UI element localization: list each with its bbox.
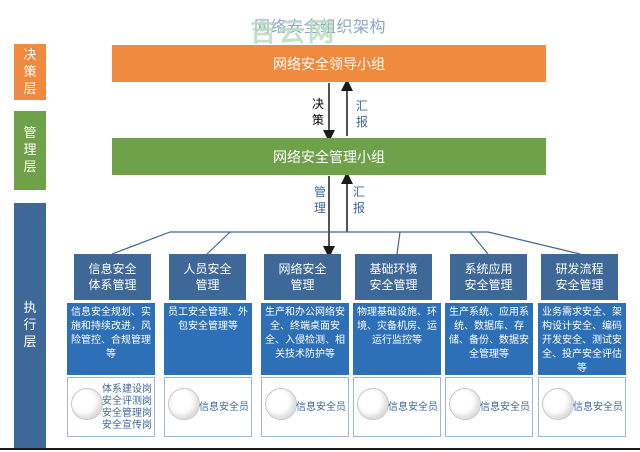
label-decide: 决 策 (311, 96, 325, 128)
label-manage-char-2: 理 (313, 201, 326, 215)
staff-text-3: 信息安全员 (296, 402, 346, 413)
avatar-icon (71, 388, 103, 420)
label-report-top-char-2: 报 (355, 115, 368, 129)
staff-box-5: 信息安全员 (445, 377, 533, 437)
layer-exec: 执行层 (14, 203, 46, 448)
staff-text-1: 体系建设岗 安全评测岗 安全管理岗 安全宣传岗 (102, 384, 152, 431)
branch-line-4 (396, 231, 401, 255)
branch-line-1 (111, 231, 171, 255)
branch-line-2 (206, 231, 231, 255)
dept-name-4: 基础环境 安全管理 (369, 262, 418, 292)
layer-manage-label: 管理层 (23, 126, 37, 175)
staff-box-3: 信息安全员 (261, 377, 349, 437)
label-report-top-char-1: 汇 (355, 99, 368, 113)
avatar-icon (168, 388, 200, 420)
staff-text-6: 信息安全员 (573, 402, 623, 413)
dept-box-4: 基础环境 安全管理 (355, 254, 432, 300)
label-report-bottom: 汇 报 (352, 184, 366, 216)
dept-name-5: 系统应用 安全管理 (464, 262, 513, 292)
staff-box-4: 信息安全员 (353, 377, 441, 437)
dept-name-2: 人员安全 管理 (183, 262, 232, 292)
duty-box-5: 生产系统、应用系统、数据库、存储、备份、数据安全管理等 (445, 303, 533, 375)
avatar-icon (542, 388, 574, 420)
avatar-icon (357, 388, 389, 420)
staff-label-2: 信息安全员 (199, 380, 251, 436)
staff-text-4: 信息安全员 (388, 402, 438, 413)
label-decide-char-2: 策 (311, 113, 324, 127)
staff-label-1: 体系建设岗 安全评测岗 安全管理岗 安全宣传岗 (102, 380, 154, 436)
staff-label-6: 信息安全员 (573, 380, 625, 436)
label-manage: 管 理 (313, 184, 327, 216)
dept-box-1: 信息安全 体系管理 (74, 254, 151, 300)
label-report-bottom-char-1: 汇 (352, 185, 365, 199)
staff-label-4: 信息安全员 (388, 380, 440, 436)
staff-box-6: 信息安全员 (538, 377, 626, 437)
dept-box-2: 人员安全 管理 (169, 254, 246, 300)
avatar-icon (265, 388, 297, 420)
leadership-group-bar: 网络安全领导小组 (112, 45, 546, 82)
staff-label-3: 信息安全员 (296, 380, 348, 436)
dept-name-3: 网络安全 管理 (278, 262, 327, 292)
label-manage-char-1: 管 (313, 185, 326, 199)
branch-line-6 (487, 231, 581, 255)
duty-box-1: 信息安全规划、实施和持续改进，风险管控、合规管理等 (67, 303, 155, 375)
layer-manage: 管理层 (14, 111, 46, 190)
dept-name-6: 研发流程 安全管理 (555, 262, 604, 292)
duty-box-3: 生产和办公网络安全、终端桌面安全、入侵检测、相关技术防护等 (261, 303, 349, 375)
label-report-top: 汇 报 (355, 98, 369, 130)
watermark-logo: 吉云网 (250, 18, 338, 48)
staff-text-5: 信息安全员 (480, 402, 530, 413)
dept-box-3: 网络安全 管理 (264, 254, 341, 300)
layer-exec-label: 执行层 (23, 301, 37, 350)
diagram-title: 网络安全组织架构 (253, 17, 386, 36)
staff-label-5: 信息安全员 (480, 380, 532, 436)
dept-box-6: 研发流程 安全管理 (541, 254, 618, 300)
duty-box-2: 员工安全管理、外包安全管理等 (164, 303, 252, 375)
duty-box-6: 业务需求安全、架构设计安全、编码开发安全、测试安全、投产安全评估等 (538, 303, 626, 375)
avatar-icon (449, 388, 481, 420)
label-report-bottom-char-2: 报 (352, 201, 365, 215)
staff-box-2: 信息安全员 (164, 377, 252, 437)
duty-box-4: 物理基础设施、环境、灾备机房、运运行监控等 (353, 303, 441, 375)
bottom-border-line (0, 448, 640, 450)
staff-text-2: 信息安全员 (199, 402, 249, 413)
label-decide-char-1: 决 (311, 97, 324, 111)
dept-name-1: 信息安全 体系管理 (88, 262, 137, 292)
branch-line-5 (469, 231, 489, 255)
staff-box-1: 体系建设岗 安全评测岗 安全管理岗 安全宣传岗 (67, 377, 155, 437)
layer-decision-label: 决策层 (23, 47, 37, 97)
dept-box-5: 系统应用 安全管理 (450, 254, 527, 300)
management-group-bar: 网络安全管理小组 (112, 138, 546, 175)
layer-decision: 决策层 (14, 44, 46, 100)
